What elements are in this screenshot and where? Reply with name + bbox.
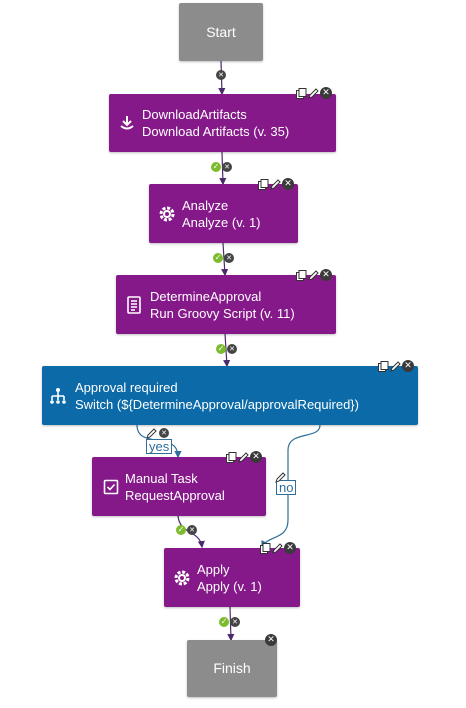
step-type: Analyze (v. 1) (182, 214, 261, 230)
remove-connection-icon[interactable]: ✕ (216, 70, 226, 80)
remove-connection-icon[interactable]: ✕ (230, 617, 240, 627)
copy-icon[interactable] (378, 360, 389, 372)
delete-icon[interactable]: ✕ (320, 87, 332, 99)
copy-icon[interactable] (296, 269, 307, 281)
gear-icon (172, 568, 192, 588)
start-label: Start (206, 23, 236, 40)
connector-controls: ✓ ✕ (219, 617, 240, 627)
step-type: Run Groovy Script (v. 11) (150, 305, 295, 321)
edit-icon[interactable] (272, 542, 283, 554)
success-condition-icon[interactable]: ✓ (216, 344, 226, 354)
step-name: Apply (197, 561, 230, 577)
step-apply[interactable]: Apply Apply (v. 1) (164, 548, 300, 607)
edit-icon[interactable] (308, 269, 319, 281)
copy-icon[interactable] (296, 87, 307, 99)
delete-icon[interactable]: ✕ (320, 269, 332, 281)
switch-icon (48, 386, 68, 406)
start-node[interactable]: Start (179, 3, 263, 61)
edge-label-no[interactable]: no (276, 480, 297, 495)
step-name: DownloadArtifacts (142, 107, 247, 122)
task-icon (101, 477, 121, 497)
success-condition-icon[interactable]: ✓ (219, 617, 229, 627)
delete-icon[interactable]: ✕ (284, 542, 296, 554)
step-analyze[interactable]: Analyze Analyze (v. 1) (149, 184, 298, 243)
finish-node[interactable]: Finish (187, 640, 277, 697)
edge-label-yes[interactable]: yes (146, 439, 173, 454)
step-name: DetermineApproval (150, 288, 262, 304)
finish-label: Finish (213, 660, 251, 676)
edit-icon[interactable] (238, 451, 249, 463)
delete-icon[interactable]: ✕ (282, 178, 294, 190)
remove-connection-icon[interactable]: ✕ (222, 162, 232, 172)
delete-icon[interactable]: ✕ (250, 451, 262, 463)
step-manual-task[interactable]: Manual Task RequestApproval (92, 457, 266, 516)
node-toolbar: ✕ (296, 269, 332, 281)
delete-icon[interactable]: ✕ (402, 360, 414, 372)
remove-connection-icon[interactable]: ✕ (227, 344, 237, 354)
step-approval-switch[interactable]: Approval required Switch (${DetermineApp… (42, 366, 418, 425)
edit-icon[interactable] (308, 87, 319, 99)
connector-controls: ✕ (216, 70, 226, 80)
node-toolbar: ✕ (258, 178, 294, 190)
remove-connection-icon[interactable]: ✕ (159, 428, 169, 438)
node-toolbar: ✕ (260, 542, 296, 554)
copy-icon[interactable] (260, 542, 271, 554)
step-download-artifacts[interactable]: DownloadArtifacts Download Artifacts (v.… (109, 94, 336, 152)
delete-icon[interactable]: ✕ (265, 634, 277, 646)
step-name: Analyze (182, 197, 229, 213)
remove-connection-icon[interactable]: ✕ (224, 253, 234, 263)
connector-controls: ✓ ✕ (213, 253, 234, 263)
edit-icon[interactable] (270, 178, 281, 190)
copy-icon[interactable] (258, 178, 269, 190)
node-toolbar: ✕ (226, 451, 262, 463)
step-type: Download Artifacts (v. 35) (142, 124, 290, 139)
script-icon (124, 295, 144, 315)
success-condition-icon[interactable]: ✓ (211, 162, 221, 172)
step-type: RequestApproval (125, 487, 225, 503)
node-toolbar: ✕ (296, 87, 332, 99)
success-condition-icon[interactable]: ✓ (213, 253, 223, 263)
connector-controls: ✓ ✕ (211, 162, 232, 172)
edge-switch-apply (261, 424, 321, 549)
remove-connection-icon[interactable]: ✕ (187, 525, 197, 535)
connector-controls: ✓ ✕ (176, 525, 197, 535)
copy-icon[interactable] (226, 451, 237, 463)
gear-icon (157, 204, 177, 224)
success-condition-icon[interactable]: ✓ (176, 525, 186, 535)
step-name: Approval required (75, 379, 178, 395)
edit-icon[interactable] (275, 472, 286, 483)
edge-determine-switch (223, 333, 231, 368)
download-icon (117, 113, 137, 133)
edit-icon[interactable] (146, 428, 157, 439)
node-toolbar: ✕ (378, 360, 414, 372)
step-type: Apply (v. 1) (197, 578, 262, 594)
connector-controls: ✓ ✕ (216, 344, 237, 354)
step-type: Switch (${DetermineApproval/approvalRequ… (75, 396, 359, 412)
step-determine-approval[interactable]: DetermineApproval Run Groovy Script (v. … (116, 275, 336, 334)
step-name: Manual Task (125, 470, 198, 486)
edit-icon[interactable] (390, 360, 401, 372)
